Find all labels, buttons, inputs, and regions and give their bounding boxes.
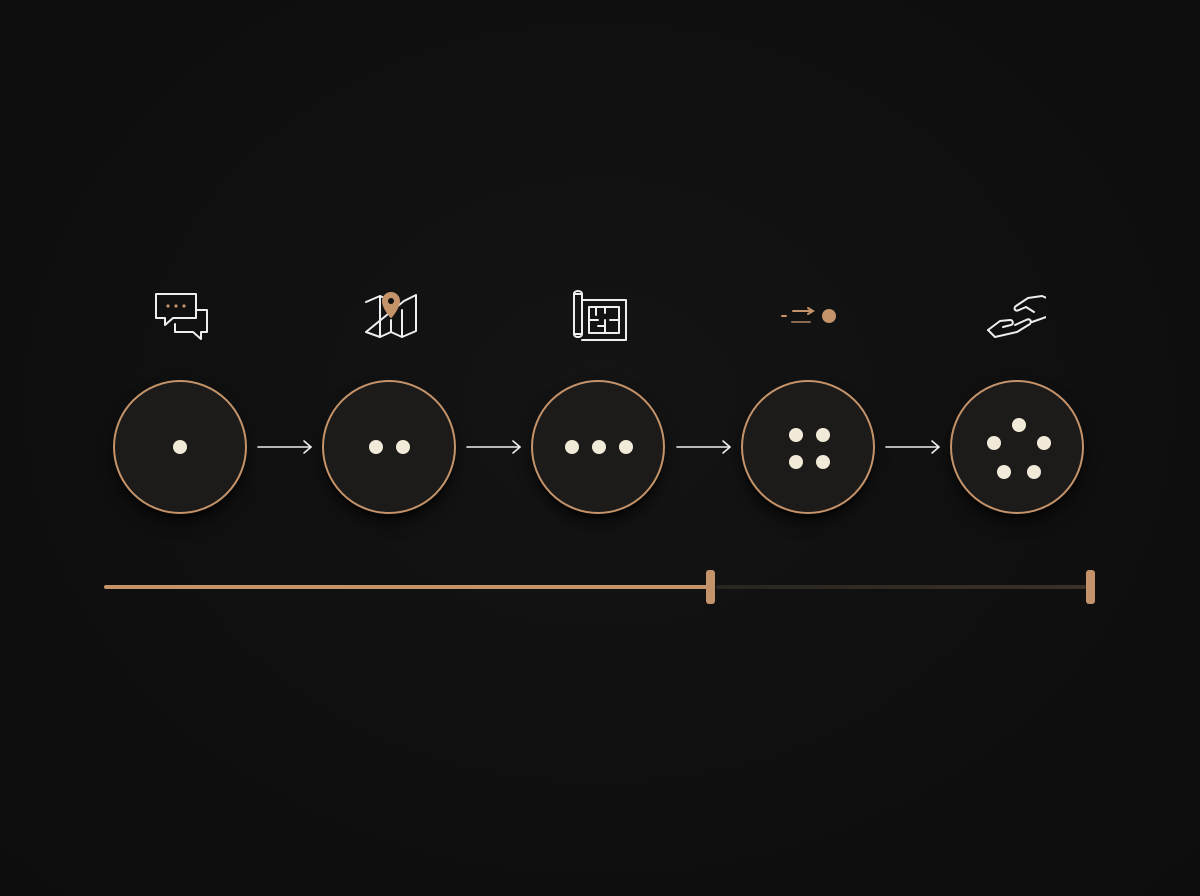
step-node-1	[113, 380, 247, 514]
dot	[592, 440, 606, 454]
moving-dot-icon	[780, 290, 840, 342]
dot	[997, 465, 1011, 479]
dot	[396, 440, 410, 454]
arrow-right-icon	[675, 439, 733, 455]
progress-handle[interactable]	[706, 570, 715, 604]
progress-remaining-track	[716, 585, 1086, 589]
dot	[173, 440, 187, 454]
progress-filled-track	[104, 585, 710, 589]
step-node-2	[322, 380, 456, 514]
step-node-3	[531, 380, 665, 514]
dot	[789, 428, 803, 442]
dot	[789, 455, 803, 469]
dot	[369, 440, 383, 454]
arrow-right-icon	[884, 439, 942, 455]
map-pin-icon	[361, 290, 421, 342]
arrow-right-icon	[465, 439, 523, 455]
chat-bubbles-icon	[151, 290, 211, 342]
progress-end-handle[interactable]	[1086, 570, 1095, 604]
handshake-icon	[986, 290, 1046, 342]
dot	[1037, 436, 1051, 450]
arrow-right-icon	[256, 439, 314, 455]
step-node-4	[741, 380, 875, 514]
dot	[816, 455, 830, 469]
blueprint-icon	[570, 290, 630, 342]
dot	[987, 436, 1001, 450]
progress-slider[interactable]	[104, 568, 1098, 608]
dot	[816, 428, 830, 442]
dot	[619, 440, 633, 454]
dot	[565, 440, 579, 454]
step-node-5	[950, 380, 1084, 514]
dot	[1012, 418, 1026, 432]
dot	[1027, 465, 1041, 479]
